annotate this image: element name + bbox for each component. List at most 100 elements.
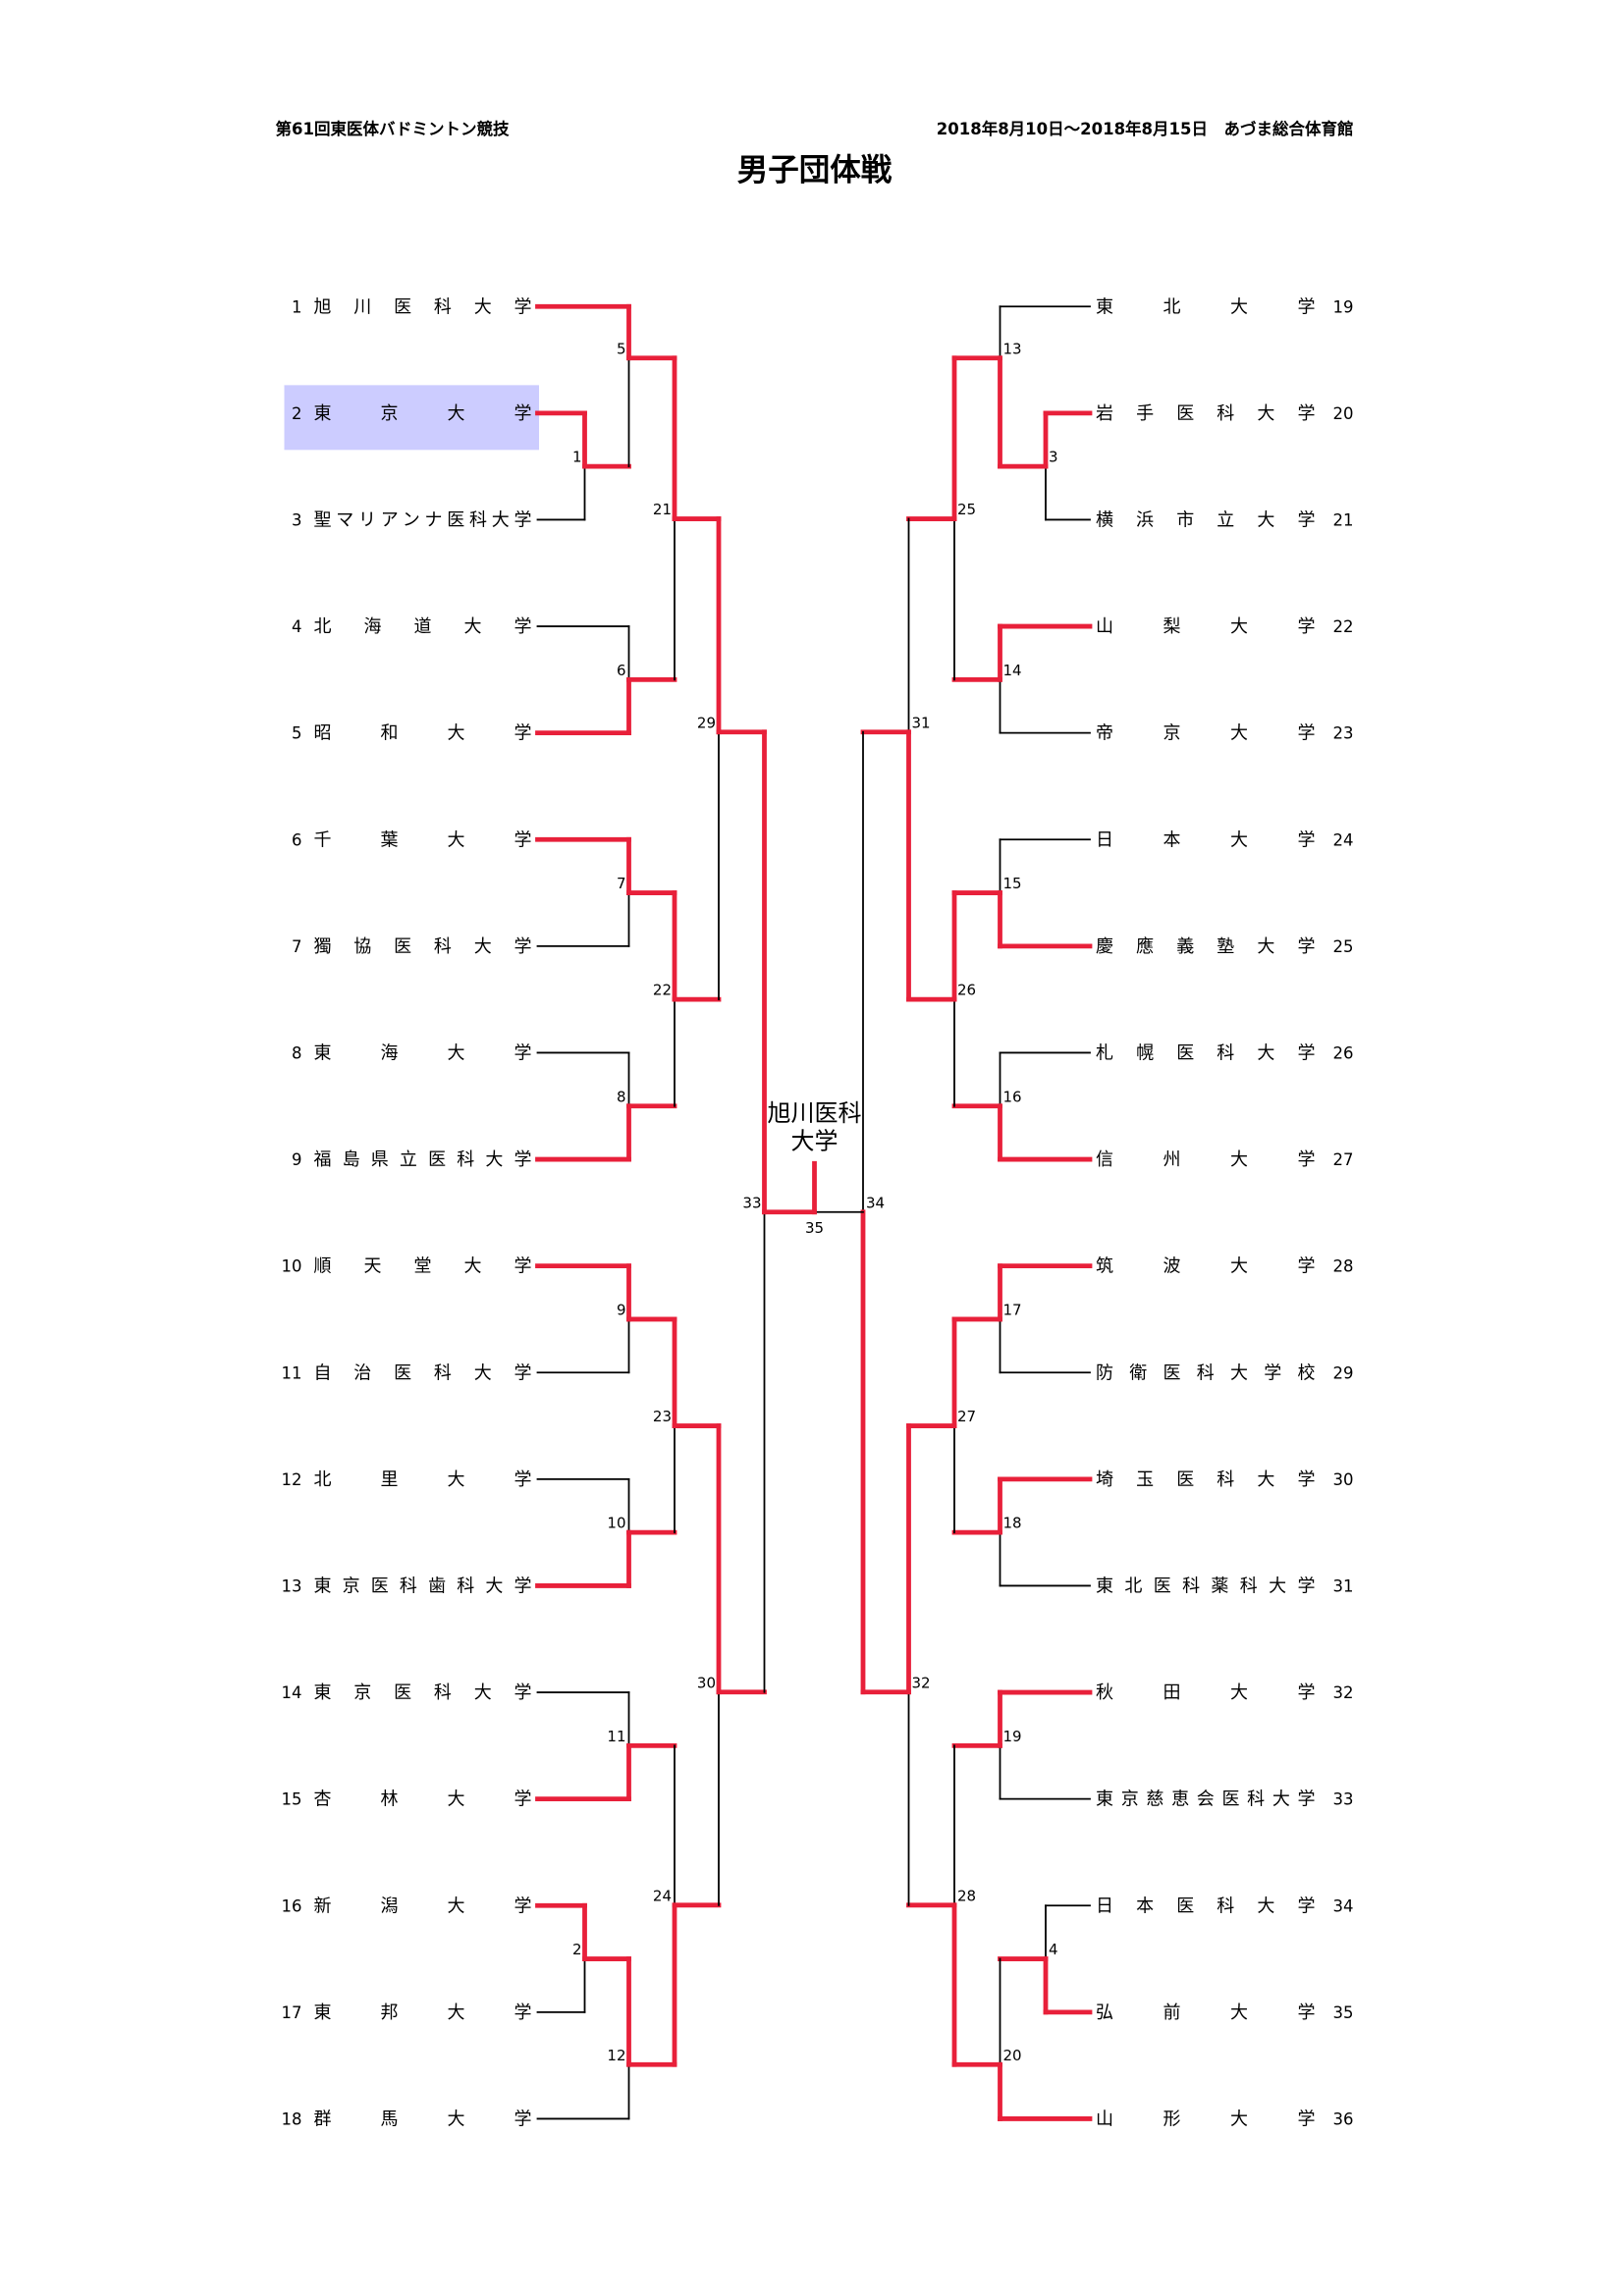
team-number: 1 <box>292 297 302 316</box>
match-number: 12 <box>607 2047 625 2064</box>
team-number: 28 <box>1333 1257 1354 1276</box>
team-name: 北海道大学 <box>314 616 532 637</box>
team-name: 旭川医科大学 <box>314 296 532 317</box>
team-highlight <box>284 385 539 451</box>
match-number: 25 <box>957 501 976 518</box>
team-name: 東北医科薬科大学 <box>1096 1575 1316 1596</box>
team-name: 東海大学 <box>314 1042 532 1063</box>
team-name: 埼玉医科大学 <box>1096 1469 1316 1490</box>
team-name: 弘前大学 <box>1096 2002 1316 2023</box>
match-number: 8 <box>617 1088 626 1105</box>
match-number: 10 <box>607 1515 625 1532</box>
team-number: 31 <box>1333 1576 1354 1595</box>
team-number: 24 <box>1333 830 1354 849</box>
match-number: 27 <box>957 1408 976 1425</box>
team-number: 17 <box>282 2003 302 2022</box>
match-number: 28 <box>957 1887 976 1904</box>
match-number: 17 <box>1003 1301 1022 1318</box>
match-number: 26 <box>957 982 976 999</box>
team-name: 札幌医科大学 <box>1096 1042 1316 1063</box>
team-name: 日本医科大学 <box>1096 1896 1316 1916</box>
match-number: 6 <box>617 662 626 679</box>
team-number: 15 <box>282 1790 302 1809</box>
match-number: 1 <box>572 449 582 466</box>
match-number: 3 <box>1049 449 1058 466</box>
team-name: 群馬大学 <box>314 2109 532 2129</box>
team-name: 東邦大学 <box>314 2002 532 2023</box>
match-number: 5 <box>617 340 626 357</box>
team-number: 13 <box>282 1576 302 1595</box>
team-number: 5 <box>292 724 302 743</box>
team-number: 23 <box>1333 724 1354 743</box>
match-number: 18 <box>1003 1515 1022 1532</box>
match-number: 22 <box>653 982 672 999</box>
team-number: 21 <box>1333 510 1354 529</box>
team-name: 筑波大学 <box>1096 1256 1316 1277</box>
team-name: 順天堂大学 <box>314 1256 532 1277</box>
team-number: 9 <box>292 1150 302 1169</box>
team-name: 東京医科大学 <box>314 1682 532 1703</box>
team-number: 10 <box>282 1257 302 1276</box>
team-name: 聖マリアンナ医科大学 <box>314 509 532 530</box>
team-name: 日本大学 <box>1096 829 1316 850</box>
match-number: 29 <box>697 714 716 731</box>
team-number: 8 <box>292 1043 302 1062</box>
team-number: 25 <box>1333 937 1354 956</box>
team-name: 昭和大学 <box>314 723 532 744</box>
team-number: 27 <box>1333 1150 1354 1169</box>
match-number: 24 <box>653 1887 672 1904</box>
team-name: 杏林大学 <box>314 1789 532 1810</box>
team-name: 東北大学 <box>1096 296 1316 317</box>
match-number: 9 <box>617 1301 626 1318</box>
match-number: 7 <box>617 875 626 892</box>
team-number: 22 <box>1333 617 1354 636</box>
match-number: 14 <box>1003 662 1022 679</box>
team-name: 信州大学 <box>1096 1149 1316 1170</box>
team-name: 山梨大学 <box>1096 616 1316 637</box>
team-name: 山形大学 <box>1096 2109 1316 2129</box>
team-number: 11 <box>282 1363 302 1382</box>
match-number: 34 <box>866 1194 885 1211</box>
match-number: 15 <box>1003 875 1022 892</box>
team-number: 16 <box>282 1896 302 1915</box>
team-number: 30 <box>1333 1470 1354 1489</box>
team-number: 36 <box>1333 2109 1354 2128</box>
match-number: 20 <box>1003 2047 1022 2064</box>
match-number: 32 <box>912 1674 931 1691</box>
team-name: 東京慈恵会医科大学 <box>1096 1789 1316 1810</box>
team-name: 秋田大学 <box>1096 1682 1316 1703</box>
page-title: 男子団体戦 <box>737 152 893 187</box>
match-number: 2 <box>572 1941 582 1958</box>
team-number: 14 <box>282 1683 302 1702</box>
match-number: 16 <box>1003 1088 1022 1105</box>
team-number: 19 <box>1333 297 1354 316</box>
champion-name: 旭川医科 <box>768 1099 862 1127</box>
team-name: 新潟大学 <box>314 1896 532 1916</box>
team-number: 3 <box>292 510 302 529</box>
match-number: 30 <box>697 1674 716 1691</box>
match-number: 4 <box>1049 1941 1058 1958</box>
team-name: 自治医科大学 <box>314 1362 532 1383</box>
dates-venue: 2018年8月10日～2018年8月15日 あづま総合体育館 <box>937 119 1354 138</box>
match-number: 35 <box>805 1219 824 1237</box>
team-name: 岩手医科大学 <box>1096 403 1316 424</box>
match-number: 31 <box>912 714 931 731</box>
match-number: 23 <box>653 1408 672 1425</box>
team-number: 32 <box>1333 1683 1354 1702</box>
team-number: 18 <box>282 2109 302 2128</box>
team-number: 7 <box>292 937 302 956</box>
match-number: 21 <box>653 501 672 518</box>
match-number: 11 <box>607 1728 625 1745</box>
event-name: 第61回東医体バドミントン競技 <box>276 119 510 138</box>
team-name: 帝京大学 <box>1096 723 1316 744</box>
team-number: 20 <box>1333 404 1354 423</box>
champion-name: 大学 <box>791 1127 839 1154</box>
team-number: 2 <box>292 404 302 423</box>
team-number: 6 <box>292 830 302 849</box>
team-number: 33 <box>1333 1790 1354 1809</box>
team-number: 12 <box>282 1470 302 1489</box>
match-number: 33 <box>742 1194 761 1211</box>
team-name: 慶應義塾大学 <box>1096 935 1316 957</box>
